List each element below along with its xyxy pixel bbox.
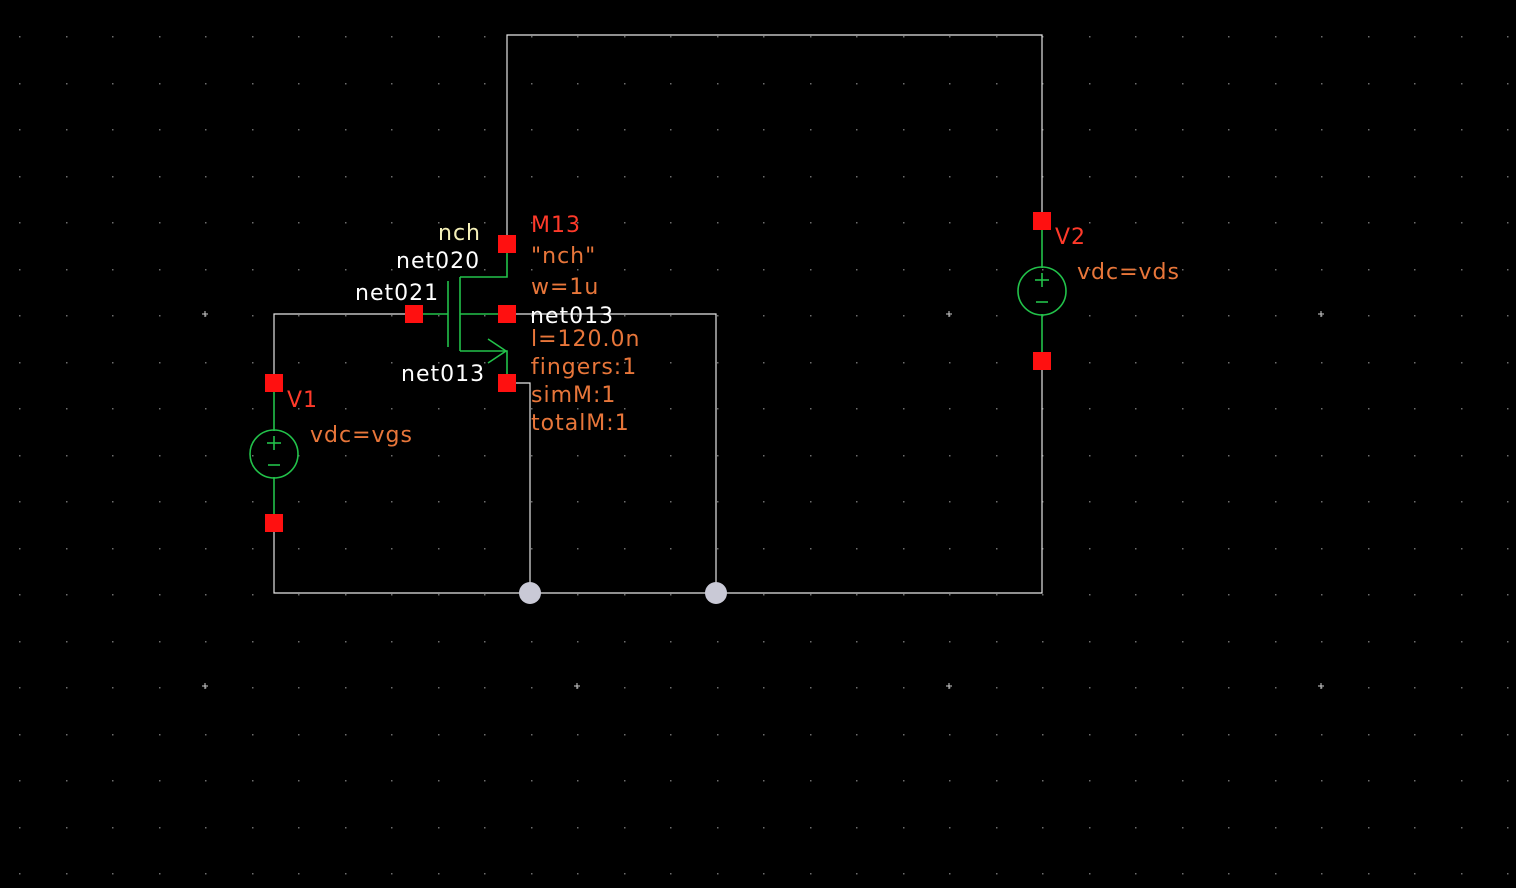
wire-bulk-to-ground[interactable] [507,313,717,593]
grid-cross-mark [202,311,208,317]
grid-cross-mark [1318,311,1324,317]
v2-instance-name: V2 [1055,225,1086,250]
m13-bulk-net-label: net020 [396,249,480,274]
v1-plus-pin[interactable] [265,374,283,392]
m13-model-label: nch [438,221,481,246]
m13-drain-net-label: net013 [530,304,614,329]
m13-instance-name: M13 [531,213,581,238]
wire-source-to-ground[interactable] [507,382,531,593]
nmos-m13-symbol[interactable] [405,235,516,392]
m13-fingers-param: fingers:1 [531,355,637,380]
wires [273,34,1043,594]
m13-cell-name: "nch" [531,244,596,269]
grid-cross-mark [202,683,208,689]
v1-dc-param: vdc=vgs [310,423,413,448]
m13-gate-pin[interactable] [405,305,423,323]
m13-bulk-pin[interactable] [498,305,516,323]
m13-gate-net-label: net021 [355,281,439,306]
grid-layer [19,36,1509,875]
junction-dot-source[interactable] [519,582,541,604]
vsource-v1-symbol[interactable] [249,374,299,532]
m13-length-param: l=120.0n [531,327,640,352]
m13-source-net-label: net013 [401,362,485,387]
v2-dc-param: vdc=vds [1077,260,1180,285]
m13-width-param: w=1u [531,275,599,300]
wire-v1-to-gate[interactable] [273,313,414,383]
grid-cross-mark [1318,683,1324,689]
grid-cross-mark [946,311,952,317]
grid-cross-mark [946,683,952,689]
m13-source-pin[interactable] [498,374,516,392]
m13-drain-pin[interactable] [498,235,516,253]
wire-drain-to-v2[interactable] [506,34,1043,244]
m13-simm-param: simM:1 [531,383,616,408]
wire-v2-to-ground[interactable] [273,361,1043,594]
grid-cross-mark [574,683,580,689]
v2-plus-pin[interactable] [1033,212,1051,230]
m13-totalm-param: totalM:1 [531,411,630,436]
v2-minus-pin[interactable] [1033,352,1051,370]
junction-dot-bulk[interactable] [705,582,727,604]
vsource-v2-symbol[interactable] [1017,212,1067,370]
v1-minus-pin[interactable] [265,514,283,532]
v1-instance-name: V1 [287,388,318,413]
